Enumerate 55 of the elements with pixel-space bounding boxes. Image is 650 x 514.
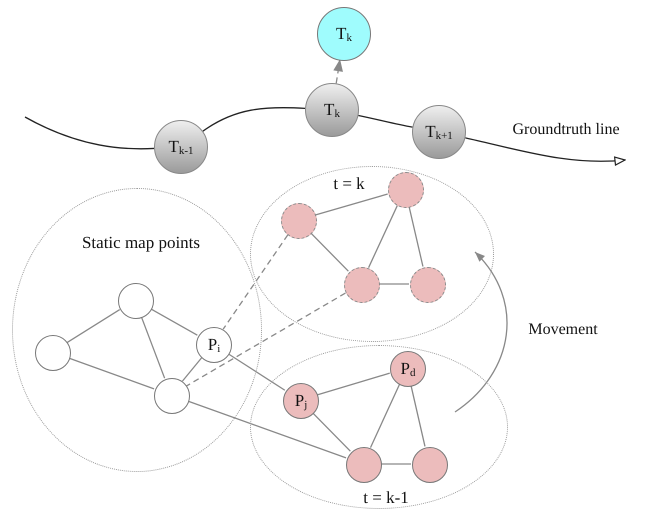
connector [408, 206, 424, 267]
node-label: P$_{i}$ [208, 335, 220, 355]
connector [140, 316, 166, 378]
dashed-connector [222, 234, 288, 330]
pose-circle [305, 83, 359, 137]
connector [381, 463, 411, 465]
connector [465, 137, 626, 166]
point-circle [412, 447, 448, 483]
dotted-ellipse [250, 166, 494, 342]
point-circle [346, 447, 382, 483]
point-circle [410, 267, 446, 303]
connector [358, 114, 413, 128]
point-circle [196, 327, 232, 363]
point-circle [118, 283, 154, 319]
connector [24, 116, 154, 150]
group-label: t = k-1 [363, 488, 409, 508]
point-circle [388, 172, 424, 208]
node-label: P$_{j}$ [294, 391, 308, 411]
arrow-label: Movement [528, 321, 598, 339]
point-circle [283, 383, 319, 419]
connector [410, 385, 426, 447]
node-label: T$_{k-1}$ [168, 137, 194, 157]
connector [368, 205, 398, 268]
connector [310, 232, 349, 272]
point-circle [35, 335, 71, 371]
dotted-ellipse [250, 345, 508, 509]
connector [182, 357, 202, 382]
line-label: Groundtruth line [512, 121, 620, 139]
connector [202, 107, 306, 132]
node-label: P$_{d}$ [400, 359, 416, 379]
point-circle [317, 7, 371, 61]
pose-circle [154, 120, 208, 174]
node-label: T$_{k}$ [336, 24, 352, 44]
connector [317, 372, 390, 396]
connector [150, 308, 198, 336]
connector [66, 309, 120, 343]
node-label: T$_{k}$ [324, 100, 340, 120]
connector [68, 358, 154, 390]
point-circle [344, 267, 380, 303]
point-circle [154, 378, 190, 414]
connector [370, 384, 400, 448]
dashed-connector [186, 292, 346, 386]
node-label: T$_{k+1}$ [425, 122, 453, 142]
connector [228, 353, 286, 391]
group-label: Static map points [82, 233, 200, 253]
point-circle [390, 351, 426, 387]
dotted-ellipse [12, 188, 262, 472]
dashed-connector [334, 60, 343, 84]
pose-circle [412, 105, 466, 159]
connector [315, 193, 388, 216]
connector [188, 400, 346, 459]
connector [379, 283, 409, 285]
connector [312, 412, 351, 452]
group-label: t = k [333, 174, 365, 194]
point-circle [281, 203, 317, 239]
